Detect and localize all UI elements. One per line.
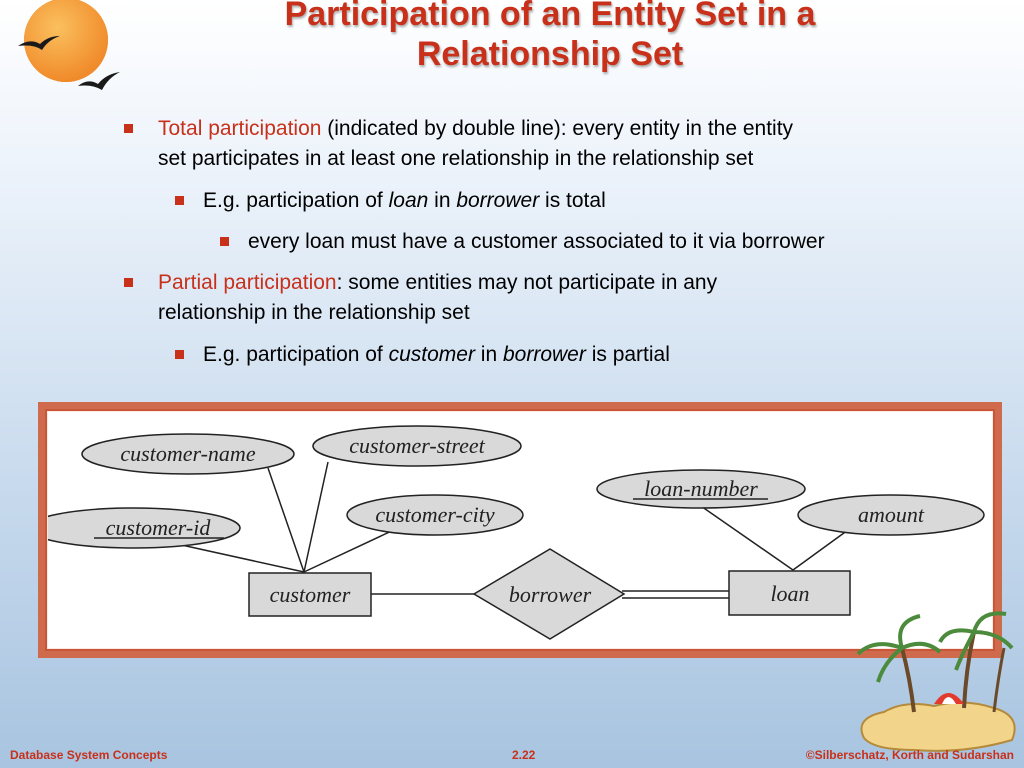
bullet-every-loan: every loan must have a customer associat… xyxy=(220,227,825,257)
attr-amount-ellipse xyxy=(797,494,985,536)
attr-customer-street-label: customer-street xyxy=(349,433,485,458)
edge-customer-name xyxy=(267,467,305,573)
palm-island-icon xyxy=(856,611,1016,752)
term-borrower: borrower xyxy=(502,343,586,366)
title-line-1: Participation of an Entity Set in a xyxy=(284,0,816,33)
bullet-text: is partial xyxy=(585,343,670,366)
bullet-text: (indicated by double line): every entity… xyxy=(321,117,794,140)
term-partial-participation: Partial participation xyxy=(158,271,337,294)
page-title: Participation of an Entity Set in a Rela… xyxy=(170,0,930,74)
bullet-text: E.g. participation of xyxy=(203,189,389,212)
attr-customer-city-label: customer-city xyxy=(375,502,495,527)
entity-customer-label: customer xyxy=(270,582,351,607)
er-diagram: customer-name customer-street customer-i… xyxy=(48,425,985,640)
sun-logo-icon xyxy=(18,0,120,90)
edge-loan-number xyxy=(697,503,794,571)
attr-amount-label: amount xyxy=(858,502,925,527)
term-loan: loan xyxy=(388,189,429,212)
bullet-marker xyxy=(124,124,133,133)
term-borrower: borrower xyxy=(456,189,540,212)
bullet-eg-loan: E.g. participation of loan in borrower i… xyxy=(175,186,606,216)
bullet-partial-participation: Partial participation: some entities may… xyxy=(124,268,718,328)
bullet-marker xyxy=(124,278,133,287)
edge-customer-street xyxy=(303,461,329,573)
entity-loan-rect xyxy=(728,570,851,616)
entity-customer-rect xyxy=(248,572,372,617)
bullet-text: every loan must have a customer associat… xyxy=(248,230,825,253)
attr-customer-street-ellipse xyxy=(312,425,522,467)
bullet-text: is total xyxy=(539,189,606,212)
bullet-text: E.g. participation of xyxy=(203,343,389,366)
attr-customer-id-label: customer-id xyxy=(106,515,212,540)
footer-page-number: 2.22 xyxy=(512,748,536,762)
bullet-marker xyxy=(175,350,184,359)
bullet-text: in xyxy=(428,189,457,212)
edge-customer-id xyxy=(167,541,305,573)
bullet-total-participation: Total participation (indicated by double… xyxy=(124,114,794,174)
term-total-participation: Total participation xyxy=(158,117,322,140)
attr-customer-name-label: customer-name xyxy=(120,441,255,466)
bullet-text: : some entities may not participate in a… xyxy=(336,271,718,294)
bullet-text: relationship in the relationship set xyxy=(158,301,470,324)
edge-customer-city xyxy=(303,527,399,573)
attr-customer-city-ellipse xyxy=(346,494,524,536)
attr-loan-number-label: loan-number xyxy=(644,476,758,501)
term-customer: customer xyxy=(388,343,475,366)
entity-loan-label: loan xyxy=(770,581,809,606)
bullet-eg-customer: E.g. participation of customer in borrow… xyxy=(175,340,670,370)
bullet-marker xyxy=(220,237,229,246)
edge-amount xyxy=(792,529,849,571)
footer-right: ©Silberschatz, Korth and Sudarshan xyxy=(805,748,1014,762)
bullet-marker xyxy=(175,196,184,205)
bullet-text: set participates in at least one relatio… xyxy=(158,147,754,170)
attr-customer-name-ellipse xyxy=(81,433,295,475)
footer-left: Database System Concepts xyxy=(10,748,168,762)
relationship-borrower-diamond xyxy=(472,548,626,640)
title-line-2: Relationship Set xyxy=(416,35,684,73)
bullet-text: in xyxy=(474,343,503,366)
relationship-borrower-label: borrower xyxy=(509,582,592,607)
